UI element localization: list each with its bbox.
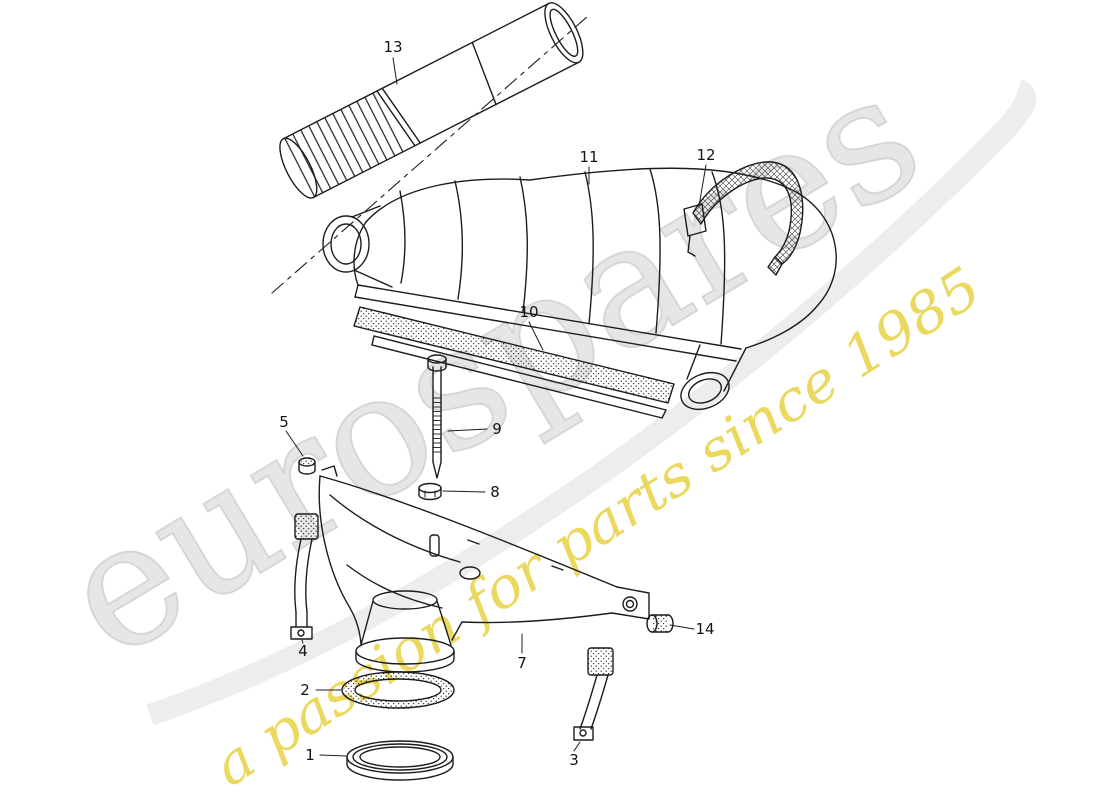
part-10-filter-element xyxy=(353,306,675,419)
part-8-nut xyxy=(418,482,442,501)
callout-10: 10 xyxy=(519,303,538,321)
part-11-air-cleaner-housing xyxy=(322,167,837,411)
section-boundary-line xyxy=(271,15,589,294)
leader-4 xyxy=(301,639,304,644)
callout-labels: 13 11 12 10 9 5 8 4 7 2 1 3 14 xyxy=(279,38,715,769)
callout-14: 14 xyxy=(695,620,714,638)
callout-2: 2 xyxy=(300,681,310,699)
part-12-strap xyxy=(683,161,804,276)
callout-5: 5 xyxy=(279,413,289,431)
callout-3: 3 xyxy=(569,751,579,769)
part-14-plug xyxy=(646,614,674,633)
leader-3 xyxy=(573,741,581,752)
callout-leaders xyxy=(285,57,707,757)
watermark-swoosh xyxy=(146,79,1037,726)
callout-8: 8 xyxy=(490,483,500,501)
leader-13 xyxy=(392,57,398,85)
leader-10 xyxy=(528,321,544,351)
part-1-retaining-ring xyxy=(346,740,454,781)
callout-11: 11 xyxy=(579,148,598,166)
part-2-gasket xyxy=(341,671,455,709)
part-4-bracket xyxy=(290,513,319,640)
leader-9 xyxy=(447,428,488,432)
leader-12 xyxy=(698,164,707,207)
part-13-air-hose xyxy=(279,2,584,199)
leader-5 xyxy=(285,430,304,457)
part-5-grommet xyxy=(298,457,316,475)
callout-1: 1 xyxy=(305,746,315,764)
callout-7: 7 xyxy=(517,654,527,672)
callout-12: 12 xyxy=(696,146,715,164)
leader-8 xyxy=(442,490,486,493)
leader-1 xyxy=(319,754,347,757)
callout-9: 9 xyxy=(492,420,502,438)
callout-4: 4 xyxy=(298,642,308,660)
part-3-bracket xyxy=(573,647,614,741)
part-9-screw xyxy=(427,354,447,479)
watermark: eurospares a passion for parts since 198… xyxy=(30,35,1037,800)
callout-13: 13 xyxy=(383,38,402,56)
leader-14 xyxy=(669,624,695,630)
